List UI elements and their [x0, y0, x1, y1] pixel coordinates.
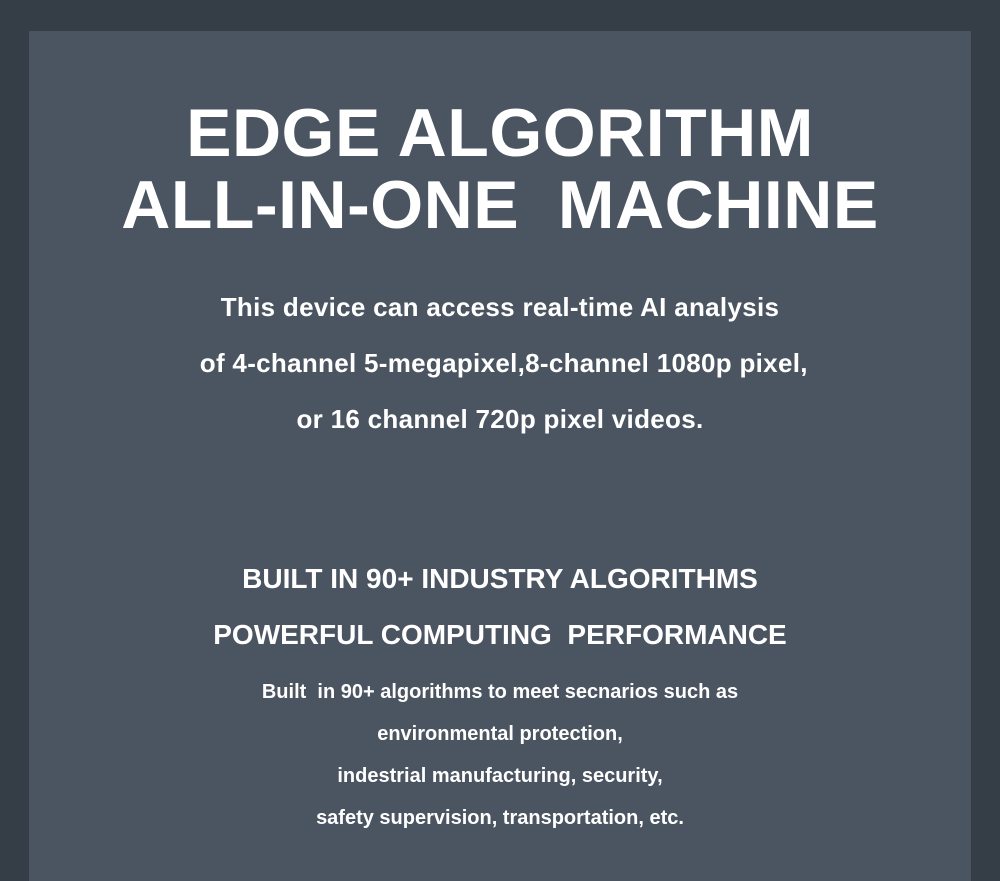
- features-heading: BUILT IN 90+ INDUSTRY ALGORITHMS POWERFU…: [29, 551, 971, 663]
- content-panel: EDGE ALGORITHM ALL-IN-ONE MACHINE This d…: [29, 31, 971, 881]
- page-title: EDGE ALGORITHM ALL-IN-ONE MACHINE: [29, 97, 971, 241]
- features-description: Built in 90+ algorithms to meet secnario…: [29, 671, 971, 839]
- description-line-4: safety supervision, transportation, etc.: [316, 807, 684, 829]
- intro-line-1: This device can access real-time AI anal…: [220, 292, 780, 322]
- description-line-2: environmental protection,: [377, 723, 623, 745]
- intro-line-3: or 16 channel 720p pixel videos.: [296, 404, 704, 434]
- features-heading-line-1: BUILT IN 90+ INDUSTRY ALGORITHMS: [242, 563, 758, 594]
- features-heading-line-2: POWERFUL COMPUTING PERFORMANCE: [213, 619, 787, 650]
- description-line-3: indestrial manufacturing, security,: [337, 765, 663, 787]
- title-line-2: ALL-IN-ONE MACHINE: [121, 167, 879, 243]
- intro-line-2: of 4-channel 5-megapixel,8-channel 1080p…: [192, 348, 808, 378]
- intro-paragraph: This device can access real-time AI anal…: [29, 279, 971, 447]
- description-line-1: Built in 90+ algorithms to meet secnario…: [261, 681, 739, 703]
- title-line-1: EDGE ALGORITHM: [186, 95, 814, 171]
